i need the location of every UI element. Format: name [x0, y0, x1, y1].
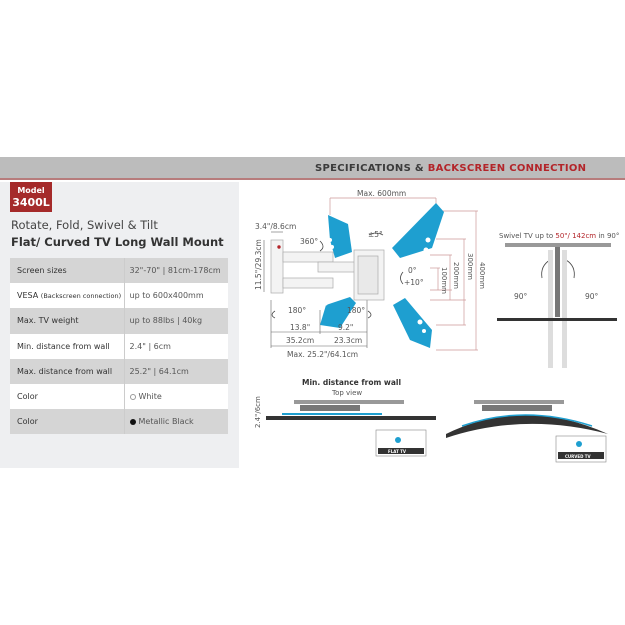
rotation-arrows-icon — [271, 232, 575, 319]
model-number: 3400L — [12, 196, 50, 209]
rotate-label: 360° — [300, 237, 318, 246]
black-swatch-icon — [129, 418, 136, 425]
swivel-arms-icon — [548, 247, 567, 368]
swivel-label: Swivel TV up to 50"/ 142cm in 90° — [499, 232, 619, 240]
spec-label: Screen sizes — [10, 258, 125, 284]
section-title: SPECIFICATIONS & BACKSCREEN CONNECTION — [315, 163, 586, 174]
section-header: SPECIFICATIONS & BACKSCREEN CONNECTION — [0, 157, 625, 180]
spec-label: VESA (Backscreen connection) — [10, 283, 125, 309]
color-name: Metallic Black — [138, 417, 194, 427]
fold-left-label: 180° — [288, 306, 306, 315]
min-distance-title: Min. distance from wall — [302, 378, 401, 387]
spec-label: Min. distance from wall — [10, 333, 125, 359]
plate-holes — [324, 237, 431, 333]
spec-value: up to 88lbs | 40kg — [124, 308, 228, 334]
spec-banner: SPECIFICATIONS & BACKSCREEN CONNECTION M… — [0, 157, 625, 468]
seg1-inch-label: 13.8" — [290, 323, 310, 332]
spec-label-note: (Backscreen connection) — [40, 292, 122, 301]
swivel-right-label: 90° — [585, 292, 599, 301]
top-view-label: Top view — [331, 389, 362, 397]
min-distance-label: 2.4"/6cm — [254, 396, 262, 428]
swivel-angle: in 90° — [596, 232, 619, 240]
title-part-accent: BACKSCREEN CONNECTION — [427, 163, 587, 174]
tilt-side-label: ±5° — [368, 230, 383, 239]
curved-tv-top-view-icon: CURVED TV — [446, 400, 608, 463]
spec-value: 32"-70" | 81cm-178cm — [124, 258, 228, 284]
vesa-300-label: 300mm — [466, 253, 474, 280]
height-label: 11.5"/29.3cm — [254, 239, 263, 290]
spec-value: up to 600x400mm — [124, 283, 228, 309]
vesa-400-label: 400mm — [478, 262, 486, 289]
fold-right-label: 180° — [347, 306, 365, 315]
tilt-a-label: 0° — [408, 266, 417, 275]
spec-label: Max. distance from wall — [10, 358, 125, 384]
wall-mount-arm-icon — [270, 239, 385, 301]
mount-diagram: Max. 600mm 3.4"/8.6cm 11.5"/29.3cm 360° … — [254, 189, 619, 463]
color-name: White — [138, 392, 162, 402]
swivel-left-label: 90° — [514, 292, 528, 301]
model-badge: Model 3400L — [10, 182, 52, 212]
vesa-plates-icon — [320, 203, 444, 348]
product-title: Flat/ Curved TV Long Wall Mount — [11, 235, 224, 249]
tv-top-view-icon — [497, 318, 617, 321]
model-label: Model — [17, 186, 45, 195]
white-swatch-icon — [129, 393, 136, 400]
table-row: Color White — [10, 383, 228, 410]
curved-tv-label: CURVED TV — [565, 454, 592, 459]
swivel-size: 50"/ 142cm — [555, 232, 596, 240]
spec-label: Color — [10, 409, 125, 435]
arm-depth-label: 3.4"/8.6cm — [255, 222, 296, 231]
vesa-100-label: 100mm — [440, 267, 448, 294]
max-extension-label: Max. 25.2"/64.1cm — [287, 350, 358, 359]
spec-label: Max. TV weight — [10, 308, 125, 334]
spec-label-text: VESA — [17, 291, 39, 301]
spec-value: 25.2" | 64.1cm — [124, 358, 228, 384]
vesa-200-label: 200mm — [452, 262, 460, 289]
seg2-inch-label: 9.2" — [338, 323, 353, 332]
spec-label: Color — [10, 383, 125, 410]
max-width-label: Max. 600mm — [357, 189, 406, 198]
wall-icon — [505, 243, 611, 247]
seg1-cm-label: 35.2cm — [286, 336, 314, 345]
spec-value: Metallic Black — [124, 409, 228, 435]
dimension-lines — [329, 197, 478, 351]
flat-tv-label: FLAT TV — [388, 449, 407, 454]
indicator-dot — [277, 245, 281, 249]
spec-value: 2.4" | 6cm — [124, 333, 228, 359]
title-part: SPECIFICATIONS & — [315, 163, 428, 174]
flat-tv-top-view-icon: FLAT TV — [266, 400, 436, 457]
arm-dimension-lines — [263, 231, 368, 348]
spec-value: White — [124, 383, 228, 410]
tilt-b-label: +10° — [404, 278, 424, 287]
table-row: VESA (Backscreen connection)up to 600x40… — [10, 283, 228, 309]
table-row: Color Metallic Black — [10, 409, 228, 435]
product-subtitle: Rotate, Fold, Swivel & Tilt — [11, 218, 158, 232]
swivel-text: Swivel TV up to — [499, 232, 555, 240]
spec-panel: Model 3400L Rotate, Fold, Swivel & Tilt … — [0, 182, 239, 468]
seg2-cm-label: 23.3cm — [334, 336, 362, 345]
